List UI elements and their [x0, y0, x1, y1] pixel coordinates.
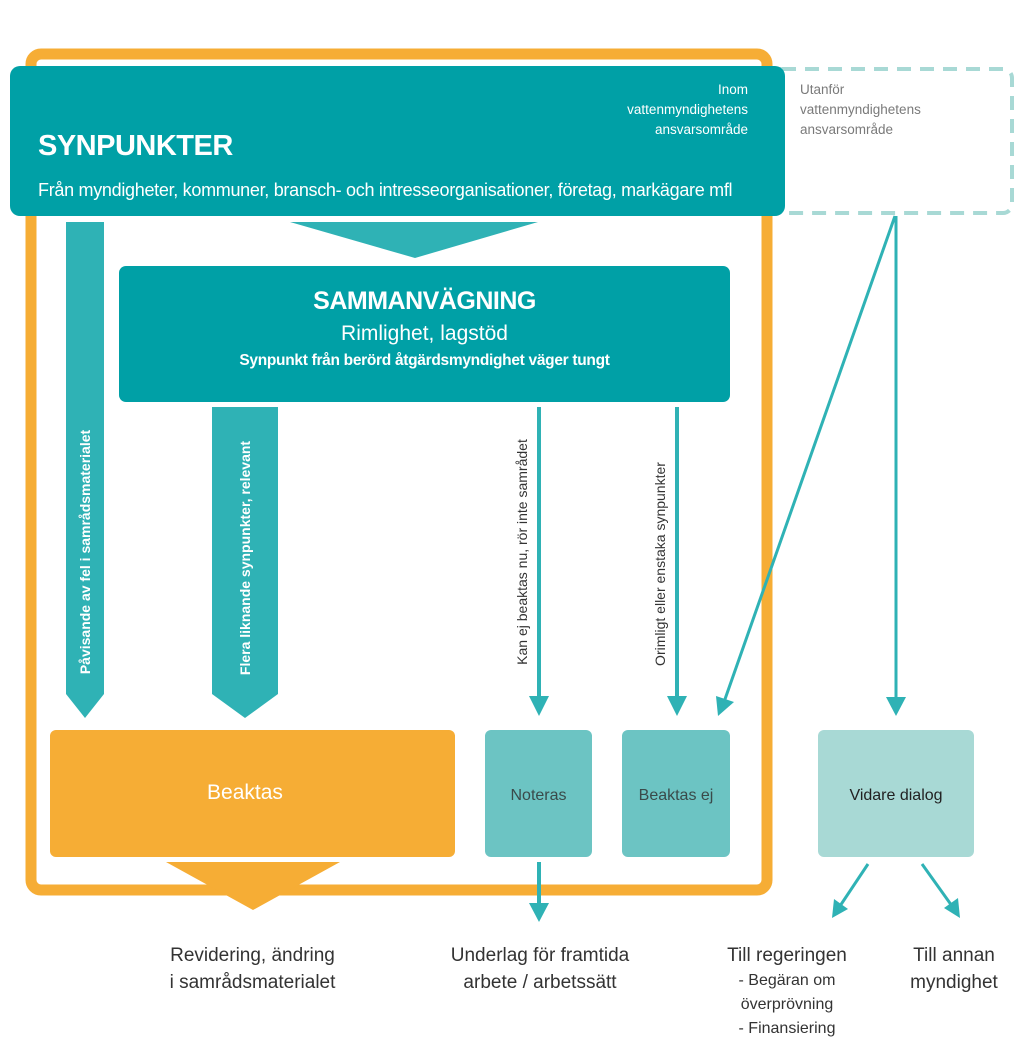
basis-result: Underlag för framtida arbete / arbetssät… — [420, 942, 660, 996]
government-result-line: överprövning — [740, 996, 834, 1013]
synpunkter-subtitle: Från myndigheter, kommuner, bransch- och… — [38, 180, 733, 200]
errors-arrow — [66, 222, 104, 718]
errors-arrow-label: Påvisande av fel i samrådsmaterialet — [77, 429, 93, 675]
to-government-head — [832, 899, 848, 918]
revision-result: Revidering, ändring i samrådsmaterialet — [130, 942, 375, 996]
unreasonable-arrow-label: Orimligt eller enstaka synpunkter — [652, 462, 668, 666]
basis-result-line: Underlag för framtida — [450, 945, 630, 966]
government-result-line: - Finansiering — [738, 1020, 836, 1037]
other-authority-line: Till annan — [913, 945, 995, 966]
beaktas-ej-box — [622, 730, 730, 857]
beaktas-box — [50, 730, 455, 857]
vidare-dialog-label: Vidare dialog — [849, 787, 943, 804]
sammanvagning-line1: Rimlighet, lagstöd — [341, 322, 508, 345]
beaktas-label: Beaktas — [207, 781, 283, 804]
outside-scope-label: Utanför vattenmyndighetens ansvarsområde — [800, 80, 1000, 140]
noteras-down-head — [529, 903, 549, 922]
inside-scope-frame — [25, 48, 773, 896]
inside-scope-line: vattenmyndighetens — [627, 102, 748, 117]
vidare-dialog-box — [818, 730, 974, 857]
inside-scope-line: Inom — [717, 82, 748, 97]
outside-to-beaktas-ej-line — [722, 215, 897, 703]
noteras-box — [485, 730, 592, 857]
inside-scope-label: Inom vattenmyndighetens ansvarsområde — [590, 80, 748, 140]
sammanvagning-box — [119, 266, 730, 402]
down-chevron — [290, 222, 538, 258]
outside-to-beaktas-ej-head — [716, 696, 734, 716]
basis-result-line: arbete / arbetssätt — [463, 972, 617, 993]
outside-scope-line: Utanför — [800, 82, 845, 97]
similar-arrow — [212, 407, 278, 718]
beaktas-down-chevron — [166, 862, 340, 910]
cannot-arrow-head — [529, 696, 549, 716]
revision-result-line: i samrådsmaterialet — [169, 972, 336, 993]
synpunkter-box — [10, 66, 785, 216]
cannot-arrow-label: Kan ej beaktas nu, rör inte samrådet — [514, 439, 530, 665]
sammanvagning-title: SAMMANVÄGNING — [313, 287, 536, 315]
other-authority-result: Till annan myndighet — [890, 942, 1018, 996]
unreasonable-arrow-head — [667, 696, 687, 716]
inside-scope-line: ansvarsområde — [654, 122, 748, 137]
to-other-head — [944, 898, 960, 918]
outside-scope-line: ansvarsområde — [800, 122, 894, 137]
government-result-line: - Begäran om — [738, 972, 836, 989]
beaktas-ej-label: Beaktas ej — [638, 787, 714, 804]
noteras-label: Noteras — [510, 787, 567, 804]
to-other-line — [920, 863, 954, 907]
outside-to-vidare-head — [886, 697, 906, 716]
outside-scope-line: vattenmyndighetens — [800, 102, 921, 117]
government-result-title: Till regeringen — [727, 945, 847, 966]
government-result: Till regeringen - Begäran om överprövnin… — [712, 942, 862, 1041]
revision-result-line: Revidering, ändring — [170, 945, 335, 966]
similar-arrow-label: Flera liknande synpunkter, relevant — [237, 440, 253, 676]
other-authority-line: myndighet — [910, 972, 998, 993]
synpunkter-title: SYNPUNKTER — [38, 130, 233, 162]
to-government-line — [838, 863, 870, 907]
sammanvagning-line2: Synpunkt från berörd åtgärdsmyndighet vä… — [239, 352, 610, 369]
